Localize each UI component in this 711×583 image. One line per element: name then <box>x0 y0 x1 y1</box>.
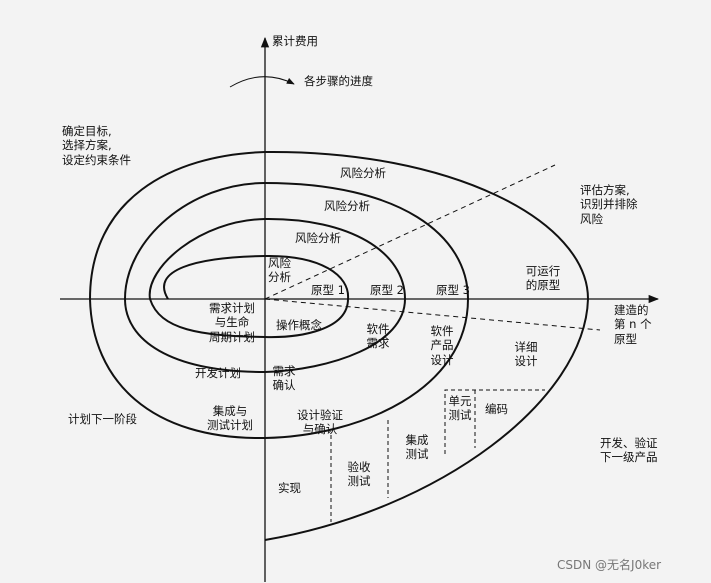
prototype-1: 原型 1 <box>311 283 345 297</box>
risk-analysis-second: 风险分析 <box>324 199 370 213</box>
implementation: 实现 <box>278 481 301 495</box>
operational-prototype: 可运行 的原型 <box>525 264 561 293</box>
coding: 编码 <box>485 402 508 416</box>
risk-analysis-inner: 风险 分析 <box>268 256 291 285</box>
software-product-design: 软件 产品 设计 <box>430 324 454 367</box>
integration-test: 集成 测试 <box>405 433 429 462</box>
spiral-loop-1 <box>148 217 406 339</box>
x-axis-label: 建造的 第 n 个 原型 <box>614 303 652 346</box>
acceptance-test: 验收 测试 <box>347 460 371 489</box>
spiral-loop-3 <box>88 150 589 440</box>
prototype-2: 原型 2 <box>370 283 404 297</box>
watermark: CSDN @无名J0ker <box>557 558 662 572</box>
quadrant-risk-evaluation: 评估方案, 识别并排除 风险 <box>580 183 638 226</box>
product-dash-line <box>264 298 601 331</box>
development-plan: 开发计划 <box>195 366 241 380</box>
test-box-coding <box>444 389 545 454</box>
software-requirements: 软件 需求 <box>366 322 390 351</box>
design-verification-validation: 设计验证 与确认 <box>297 408 343 437</box>
requirements-validation: 需求 确认 <box>272 364 296 393</box>
y-axis-label: 累计费用 <box>272 34 318 48</box>
progress-label: 各步骤的进度 <box>304 74 373 88</box>
spiral-loop-2 <box>123 181 469 374</box>
quadrant-develop-verify: 开发、验证 下一级产品 <box>600 436 658 465</box>
risk-analysis-outer: 风险分析 <box>340 166 386 180</box>
spiral-loop-4 <box>264 298 589 541</box>
quadrant-objectives: 确定目标, 选择方案, 设定约束条件 <box>62 124 131 167</box>
integration-test-plan: 集成与 测试计划 <box>207 404 253 433</box>
unit-test: 单元 测试 <box>448 394 472 423</box>
detailed-design: 详细 设计 <box>514 340 538 369</box>
prototype-3: 原型 3 <box>436 283 470 297</box>
requirements-lifecycle-plan: 需求计划 与生命 周期计划 <box>209 301 255 344</box>
quadrant-plan-next: 计划下一阶段 <box>68 412 137 426</box>
progress-arrow <box>229 76 295 88</box>
risk-analysis-third: 风险分析 <box>295 231 341 245</box>
operation-concept: 操作概念 <box>276 318 322 332</box>
